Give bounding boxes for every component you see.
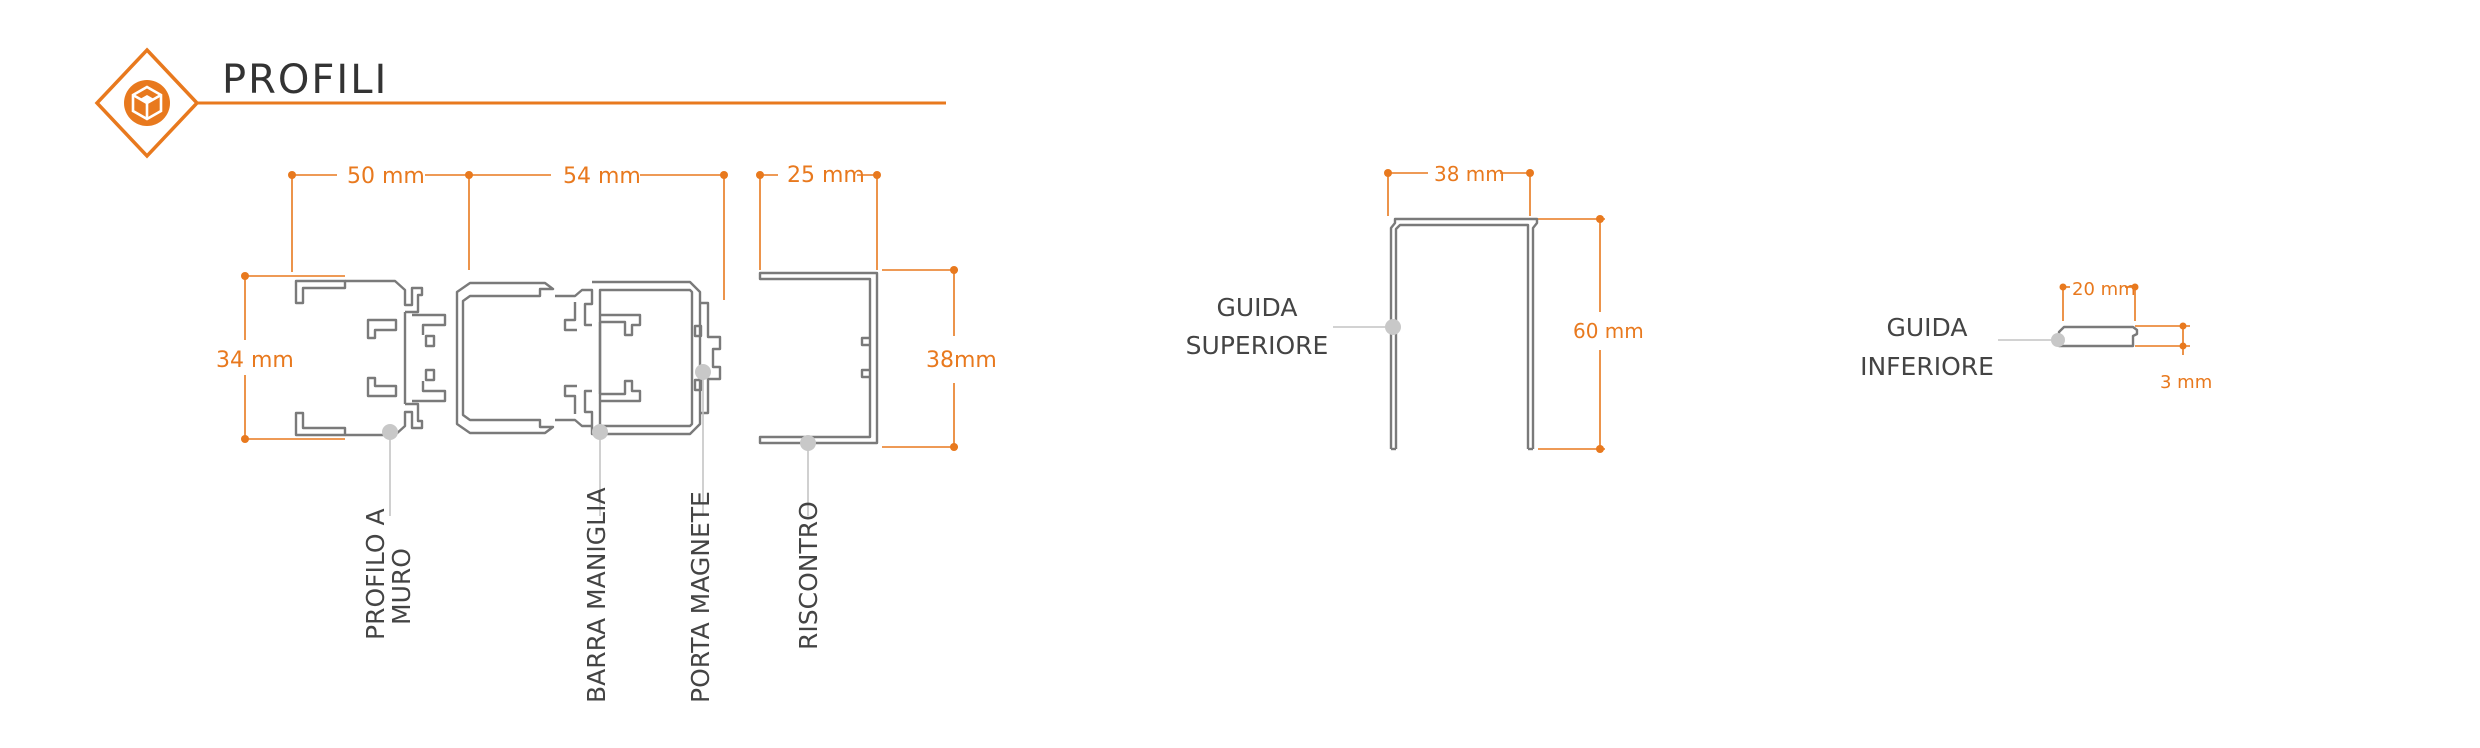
dim-lower-guide-width: 20 mm	[2072, 279, 2136, 300]
label-lower-guide-line2: INFERIORE	[1860, 352, 1994, 381]
magnet-holder-shape	[693, 301, 722, 415]
upper-guide-shape	[1389, 217, 1539, 451]
profile-leaders	[382, 364, 816, 516]
top-dimension: 50 mm 54 mm 25 mm	[288, 163, 881, 300]
marker-lower-guide	[2051, 333, 2065, 347]
marker-magnet-holder	[695, 364, 711, 380]
dim-left-height: 34 mm	[216, 348, 294, 373]
upper-guide-height-dimension: 60 mm	[1538, 215, 1644, 453]
label-striker: RISCONTRO	[794, 501, 823, 650]
label-wall-profile-line2: MURO	[387, 548, 416, 625]
upper-guide-width-dimension: 38 mm	[1384, 162, 1534, 216]
label-wall-profile-line1: PROFILO A	[361, 508, 390, 640]
handle-bar-shape	[455, 280, 702, 436]
left-height-dimension: 34 mm	[216, 272, 345, 443]
striker-shape	[758, 271, 879, 445]
dim-lower-guide-thickness: 3 mm	[2160, 372, 2212, 393]
dim-wall-width: 50 mm	[347, 164, 425, 189]
lower-guide-shape	[2057, 325, 2139, 348]
dim-right-height: 38mm	[926, 348, 997, 373]
cube-icon	[94, 47, 200, 159]
dim-upper-guide-width: 38 mm	[1434, 162, 1505, 186]
marker-upper-guide	[1385, 319, 1401, 335]
dim-upper-guide-height: 60 mm	[1573, 319, 1644, 343]
marker-striker	[800, 435, 816, 451]
lower-guide-width-dimension: 20 mm	[2059, 279, 2139, 321]
lower-guide-group: 20 mm 3 mm GUIDA INFERIORE	[1860, 279, 2212, 393]
dim-striker-width: 25 mm	[787, 163, 865, 188]
header: PROFILI	[94, 47, 946, 159]
upper-guide-group: 38 mm 60 mm GUIDA SUPERIORE	[1186, 162, 1644, 453]
label-upper-guide-line2: SUPERIORE	[1186, 331, 1329, 360]
marker-handle-bar	[592, 424, 608, 440]
page-title: PROFILI	[222, 57, 388, 103]
profiles-group: 50 mm 54 mm 25 mm 34 mm 38mm	[216, 163, 997, 703]
label-lower-guide-line1: GUIDA	[1887, 313, 1968, 342]
label-magnet-holder: PORTA MAGNETE	[686, 491, 715, 703]
wall-profile-shape	[294, 279, 447, 437]
label-handle-bar: BARRA MANIGLIA	[582, 487, 611, 703]
label-upper-guide-line1: GUIDA	[1217, 293, 1298, 322]
marker-wall-profile	[382, 424, 398, 440]
dim-handle-width: 54 mm	[563, 164, 641, 189]
right-height-dimension: 38mm	[882, 266, 997, 451]
profile-labels: PROFILO A MURO BARRA MANIGLIA PORTA MAGN…	[361, 487, 823, 703]
lower-guide-thickness-dimension: 3 mm	[2135, 322, 2212, 393]
